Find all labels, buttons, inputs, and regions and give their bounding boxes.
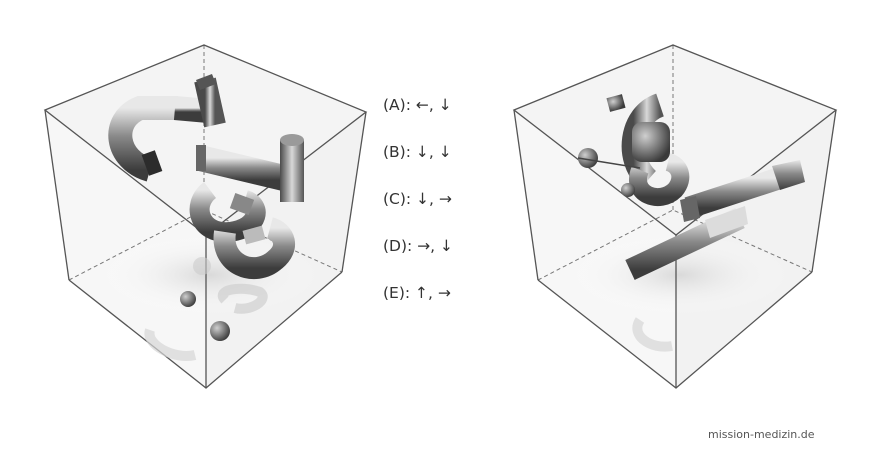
left-tube-upright bbox=[194, 74, 226, 128]
right-cube-floor-shadow bbox=[570, 235, 790, 315]
option-d[interactable]: (D): →, ↓ bbox=[383, 237, 454, 255]
right-cube-top-face bbox=[514, 45, 836, 235]
option-c[interactable]: (C): ↓, → bbox=[383, 190, 452, 208]
left-tube-horizontal bbox=[196, 145, 296, 193]
right-small-block bbox=[606, 94, 626, 112]
left-cube-left-face bbox=[45, 110, 206, 388]
watermark: mission-medizin.de bbox=[708, 428, 815, 441]
option-b[interactable]: (B): ↓, ↓ bbox=[383, 143, 452, 161]
left-tube-vertical bbox=[280, 134, 304, 202]
option-a[interactable]: (A): ←, ↓ bbox=[383, 96, 452, 114]
right-ball-2 bbox=[621, 183, 635, 197]
right-cube bbox=[512, 44, 838, 389]
right-tube-elbow bbox=[680, 160, 805, 222]
left-cube-top-face bbox=[45, 45, 366, 235]
left-cube bbox=[43, 44, 368, 389]
left-ball-2 bbox=[210, 321, 230, 341]
left-ball-1 bbox=[180, 291, 196, 307]
right-ball-1 bbox=[578, 148, 598, 168]
option-e[interactable]: (E): ↑, → bbox=[383, 284, 451, 302]
left-tube-spiral bbox=[189, 182, 295, 280]
left-ball-ghost bbox=[193, 257, 211, 275]
right-tube-cluster bbox=[621, 93, 690, 206]
answer-options: (A): ←, ↓ (B): ↓, ↓ (C): ↓, → (D): →, ↓ … bbox=[383, 92, 453, 307]
right-tube-diagonal bbox=[625, 206, 748, 280]
